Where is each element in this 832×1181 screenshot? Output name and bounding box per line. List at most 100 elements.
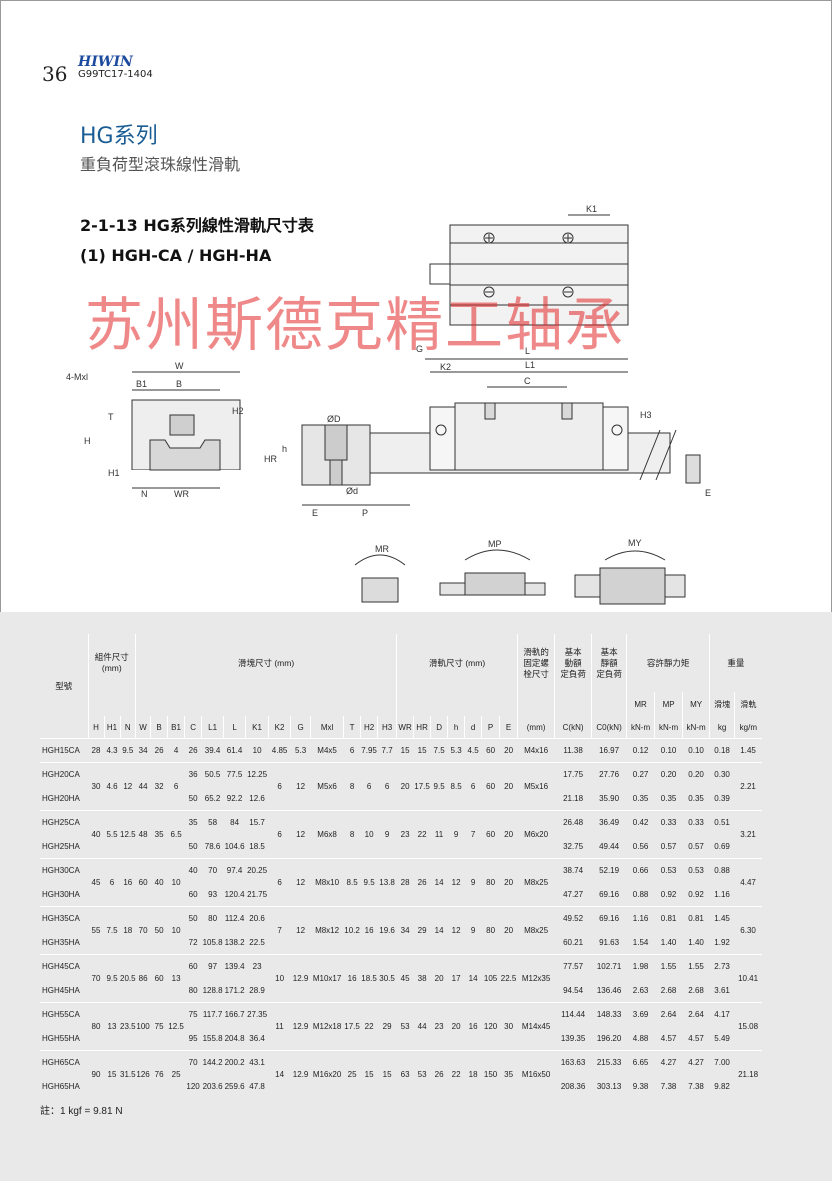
table-cell: 21.75 [247, 889, 268, 899]
table-cell: 75 [150, 1002, 168, 1051]
table-cell: 70 [88, 954, 104, 1003]
table-cell: 215.33 [591, 1050, 627, 1075]
table-cell: 15 [104, 1050, 120, 1099]
model-cell: HGH20HA [42, 793, 80, 803]
table-cell: 94.54 [563, 985, 584, 995]
column-header: C(kN) [554, 716, 592, 739]
table-cell: 45 [396, 954, 414, 1003]
table-cell: 12.5 [120, 810, 136, 859]
table-cell: 26.48 [554, 810, 592, 835]
table-cell: 49.44 [599, 841, 620, 851]
model-cell: HGH35HA [42, 937, 80, 947]
table-cell: 61.4 [223, 738, 246, 763]
header-weight: 重量 [709, 634, 762, 692]
table-cell: M12x35 [517, 954, 555, 1003]
table-cell: 21.18 [734, 1050, 762, 1099]
table-cell: 16 [360, 906, 378, 955]
header-mr: MR [626, 692, 655, 716]
table-cell: 35 [150, 810, 168, 859]
table-cell: 10.2 [343, 906, 361, 955]
moment-mp-icon: MP [439, 539, 546, 596]
header-block: 滑塊尺寸 (mm) [135, 634, 397, 692]
table-cell: 21.18 [563, 793, 584, 803]
model-cell: HGH55CA [40, 1002, 88, 1027]
table-cell: 95 [188, 1033, 198, 1043]
table-cell: 77.57 [554, 954, 592, 979]
table-cell: 15 [396, 738, 414, 763]
table-cell: 23 [245, 954, 269, 979]
table-cell: 12 [290, 858, 311, 907]
table-cell: 20 [499, 906, 518, 955]
model-cell: HGH65HA [42, 1082, 80, 1091]
table-cell: 27.76 [591, 762, 627, 787]
table-cell: 60 [481, 738, 500, 763]
table-cell: 114.44 [554, 1002, 592, 1027]
table-cell: 53 [413, 1050, 431, 1099]
table-cell: 8.5 [447, 762, 465, 811]
spec-table: 型號 組件尺寸 (mm) 滑塊尺寸 (mm) 滑軌尺寸 (mm) 滑軌的 固定螺… [40, 634, 762, 1099]
table-cell: M4x5 [310, 738, 344, 763]
table-cell: 4.47 [734, 858, 762, 907]
dim-w: W [175, 361, 184, 371]
table-cell: 22.5 [499, 954, 518, 1003]
dim-hr: HR [264, 454, 277, 464]
table-cell: 6 [377, 762, 397, 811]
table-cell: 6 [360, 762, 378, 811]
table-cell: 259.6 [224, 1082, 245, 1091]
table-cell: 2.73 [709, 954, 735, 979]
table-cell: 75 [184, 1002, 202, 1027]
column-header: (mm) [517, 716, 555, 739]
table-cell: 86 [135, 954, 151, 1003]
table-cell: 16 [343, 954, 361, 1003]
table-cell: 14 [430, 906, 448, 955]
table-cell: 92.2 [226, 793, 243, 803]
table-cell: 139.4 [223, 954, 246, 979]
table-cell: 72 [188, 937, 198, 947]
table-cell: 10 [360, 810, 378, 859]
table-cell: 17.5 [343, 1002, 361, 1051]
table-cell: 12 [290, 762, 311, 811]
table-cell: 80 [188, 985, 198, 995]
dim-e-rail: E [312, 508, 318, 518]
header-bolt: 滑軌的 固定螺 栓尺寸 [517, 634, 555, 692]
table-cell: 47.27 [563, 889, 584, 899]
table-cell: 36 [184, 762, 202, 787]
table-cell: 0.81 [682, 906, 710, 931]
table-cell: 29 [413, 906, 431, 955]
table-cell: 9.38 [632, 1082, 649, 1091]
table-cell: 11.38 [554, 738, 592, 763]
table-cell: 6 [104, 858, 120, 907]
table-cell: 12 [447, 858, 465, 907]
table-cell: 2.68 [660, 985, 677, 995]
table-cell: 9 [377, 810, 397, 859]
table-cell: 4.3 [104, 738, 120, 763]
table-cell: 22 [413, 810, 431, 859]
table-cell: 63 [396, 1050, 414, 1099]
table-cell: 6 [268, 858, 291, 907]
table-cell: 7.5 [430, 738, 448, 763]
table-cell: 32 [150, 762, 168, 811]
moment-mr-icon: MR [354, 544, 406, 603]
table-cell: 0.69 [714, 841, 730, 851]
column-header: H2 [360, 716, 378, 739]
dim-e-side: E [705, 488, 711, 498]
column-header: C [184, 716, 202, 739]
table-cell: 90 [88, 1050, 104, 1099]
table-cell: 50 [188, 841, 198, 851]
table-cell: 70 [135, 906, 151, 955]
table-cell: 148.33 [591, 1002, 627, 1027]
table-cell: 13 [104, 1002, 120, 1051]
table-cell: 3.69 [626, 1002, 655, 1027]
table-cell: 0.53 [654, 858, 683, 883]
table-cell: 34 [396, 906, 414, 955]
column-header: kg/m [734, 716, 762, 739]
table-cell: 22.5 [249, 937, 265, 947]
table-cell: 50.5 [201, 762, 224, 787]
